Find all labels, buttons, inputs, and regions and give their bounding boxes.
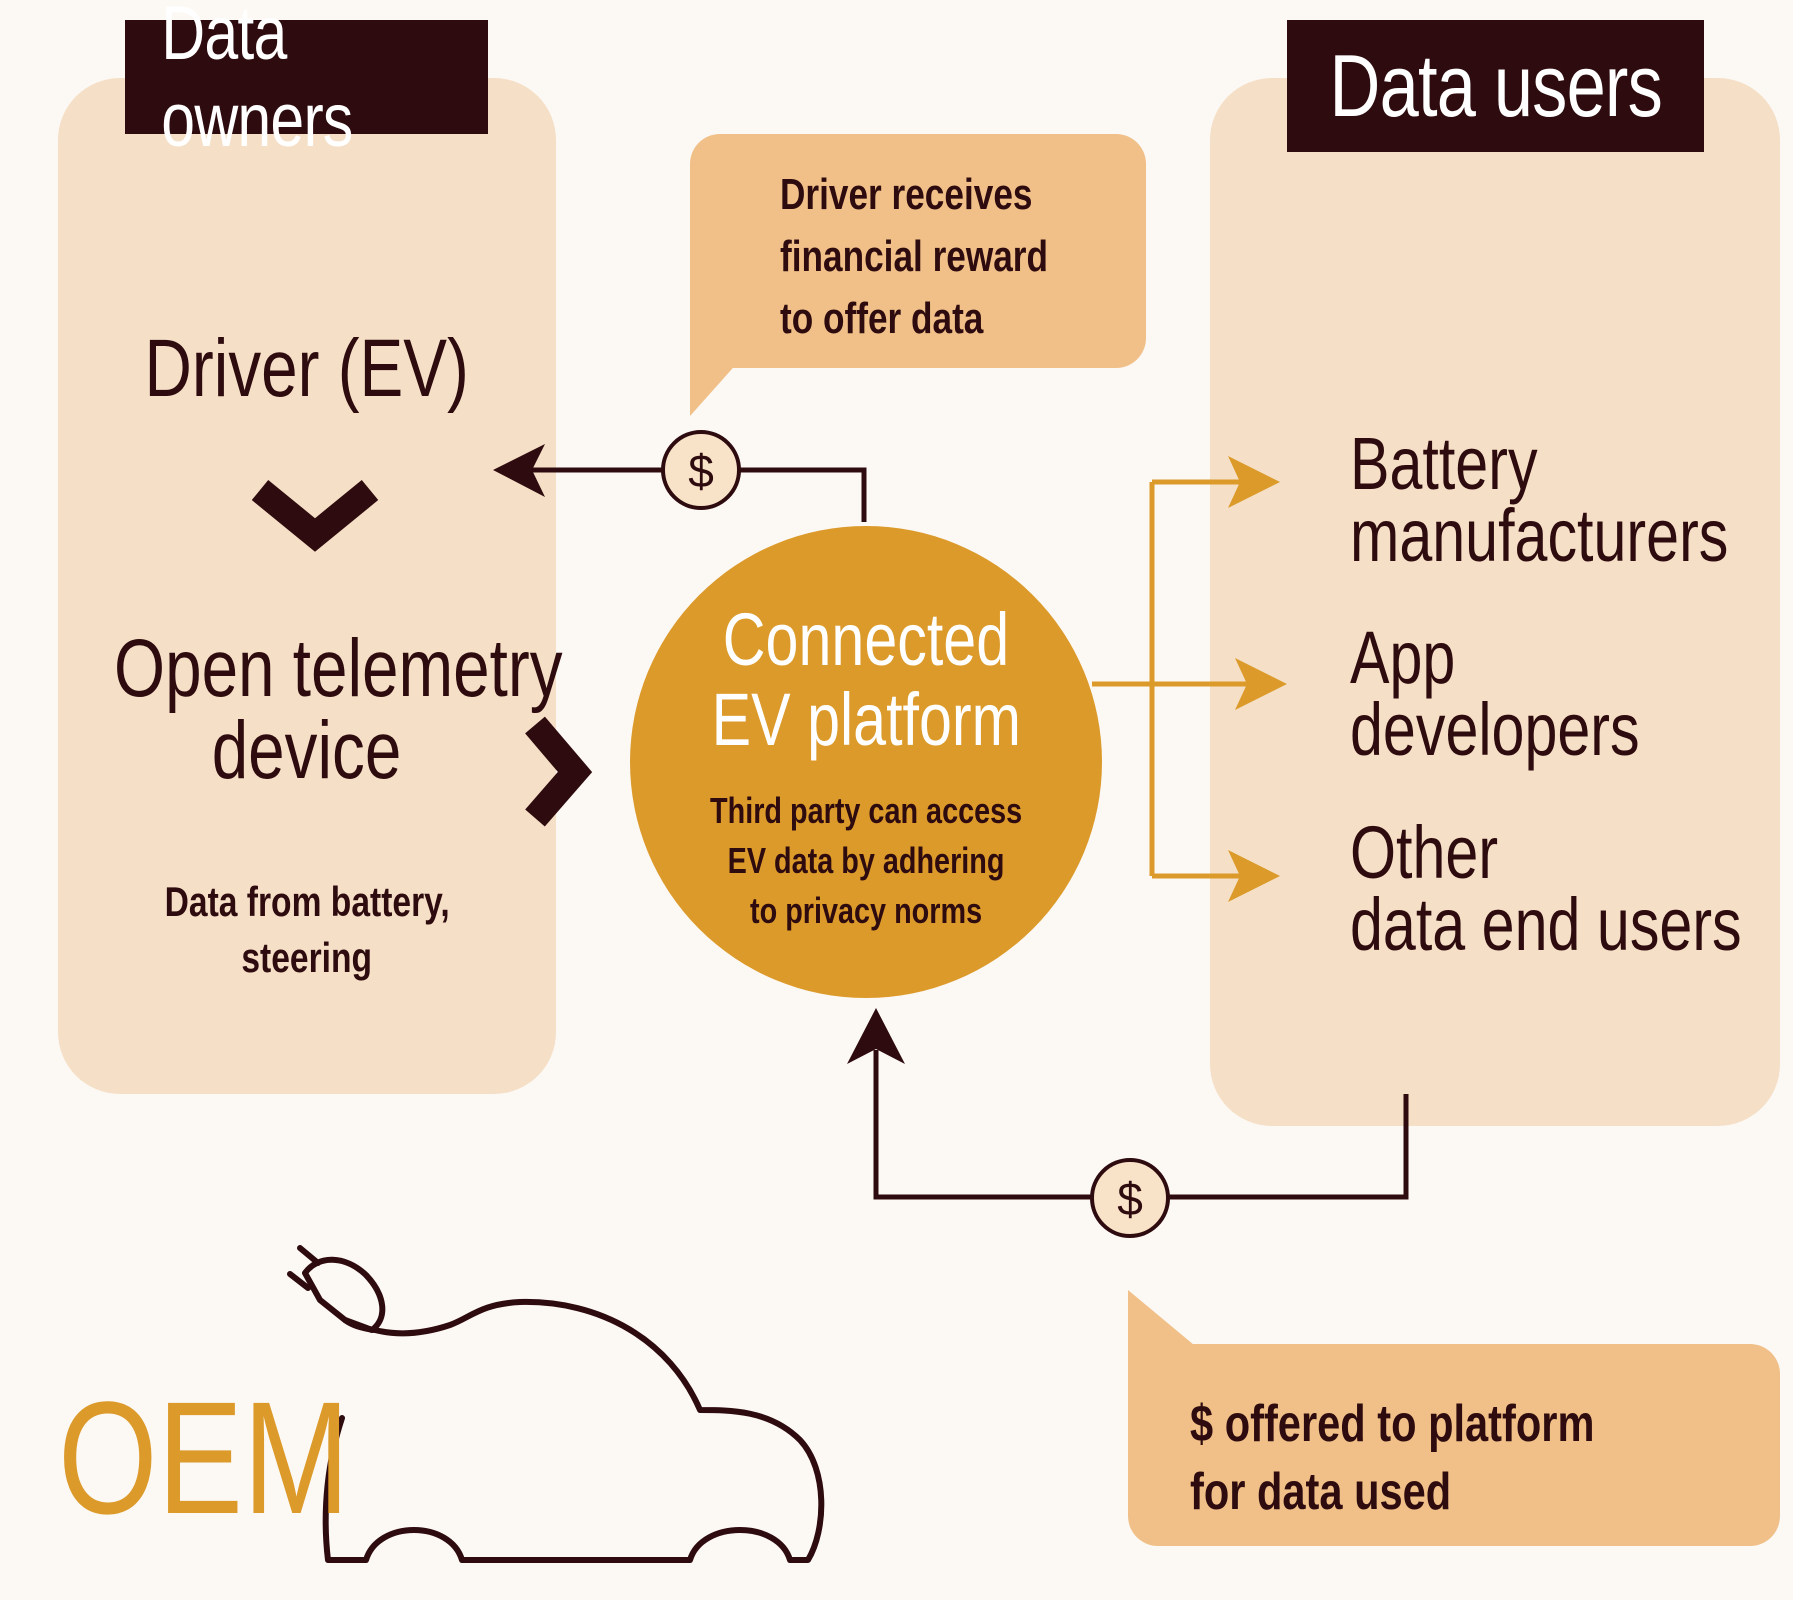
ev-car-icon — [287, 1245, 825, 1563]
dollar-coin-top-icon — [661, 430, 741, 510]
user-item-app-developers: App developers — [1350, 616, 1640, 771]
data-owners-panel — [58, 78, 556, 1094]
driver-reward-callout — [690, 134, 1146, 368]
platform-description: Third party can access EV data by adheri… — [709, 790, 1023, 931]
car-body — [322, 1298, 825, 1563]
dollar-coin-top-symbol: $ — [688, 445, 714, 497]
platform-circle — [630, 526, 1102, 998]
plug-head — [302, 1256, 386, 1333]
reward-connector — [520, 467, 867, 522]
platform-title: Connected EV platform — [711, 598, 1021, 761]
oem-label: OEM — [58, 1368, 350, 1547]
chevron-right-icon — [525, 716, 593, 827]
telemetry-device-label: Open telemetry device — [114, 623, 563, 796]
driver-label: Driver (EV) — [144, 323, 470, 414]
user-item-battery-manufacturers: Battery manufacturers — [1350, 422, 1729, 577]
arrow-to-battery-head — [1228, 456, 1280, 508]
arrow-to-other-head — [1228, 850, 1280, 902]
data-source-label: Data from battery, steering — [164, 878, 450, 981]
plug-prong-top — [297, 1245, 321, 1266]
dollar-coin-bottom-icon — [1090, 1158, 1170, 1238]
platform-payment-callout — [1128, 1344, 1780, 1546]
arrow-to-app-head — [1235, 658, 1287, 710]
data-users-header-text: Data users — [1329, 36, 1662, 135]
data-owners-header: Data owners — [125, 0, 488, 163]
payment-arrowhead — [847, 1008, 905, 1064]
dollar-coin-bottom-symbol: $ — [1117, 1173, 1143, 1225]
data-users-panel — [1210, 78, 1780, 1126]
chevron-down-icon — [251, 479, 379, 552]
data-owners-header-text: Data owners — [161, 0, 353, 163]
reward-arrowhead — [493, 444, 545, 497]
plug-prong-bottom — [287, 1271, 311, 1291]
user-item-other-end-users: Other data end users — [1350, 811, 1742, 966]
driver-reward-callout-text: Driver receives financial reward to offe… — [780, 170, 1049, 343]
data-users-header: Data users — [1287, 20, 1704, 152]
top-callout-tail — [690, 300, 740, 416]
platform-payment-callout-text: $ offered to platform for data used — [1190, 1395, 1595, 1521]
bottom-callout-tail — [1128, 1290, 1200, 1380]
